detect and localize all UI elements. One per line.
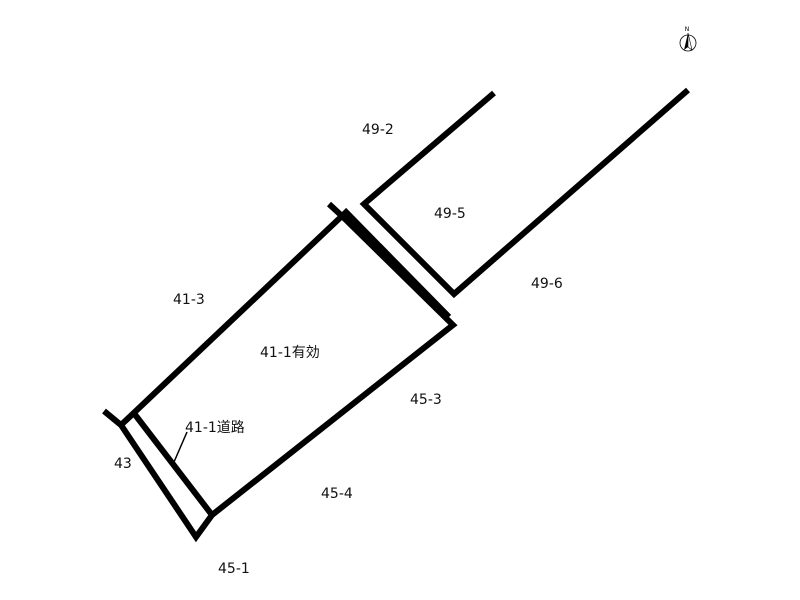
- label-lot-45-1: 45-1: [218, 561, 250, 577]
- boundary-road-outer-line: [102, 408, 215, 543]
- north-compass: N: [679, 26, 697, 52]
- boundary-lot-49-5: [359, 87, 690, 299]
- boundary-lot-41-1: [210, 201, 458, 518]
- label-lot-49-5: 49-5: [434, 206, 466, 222]
- label-lot-49-2: 49-2: [362, 122, 394, 138]
- label-lot-41-1-road: 41-1道路: [185, 420, 245, 436]
- label-lot-43: 43: [114, 456, 132, 472]
- compass-label: N: [685, 26, 690, 33]
- north-arrow-icon: [679, 32, 697, 52]
- road-label-leader-line: [173, 431, 188, 463]
- boundary-separator-line: [341, 207, 452, 320]
- label-lot-41-1-effective: 41-1有効: [260, 345, 320, 361]
- label-lot-45-3: 45-3: [410, 392, 442, 408]
- label-lot-41-3: 41-3: [173, 292, 205, 308]
- boundary-lot-41-1-west-side: [118, 213, 345, 428]
- label-lot-45-4: 45-4: [321, 486, 353, 502]
- label-lot-49-6: 49-6: [531, 276, 563, 292]
- boundary-road-inner-line: [130, 410, 215, 517]
